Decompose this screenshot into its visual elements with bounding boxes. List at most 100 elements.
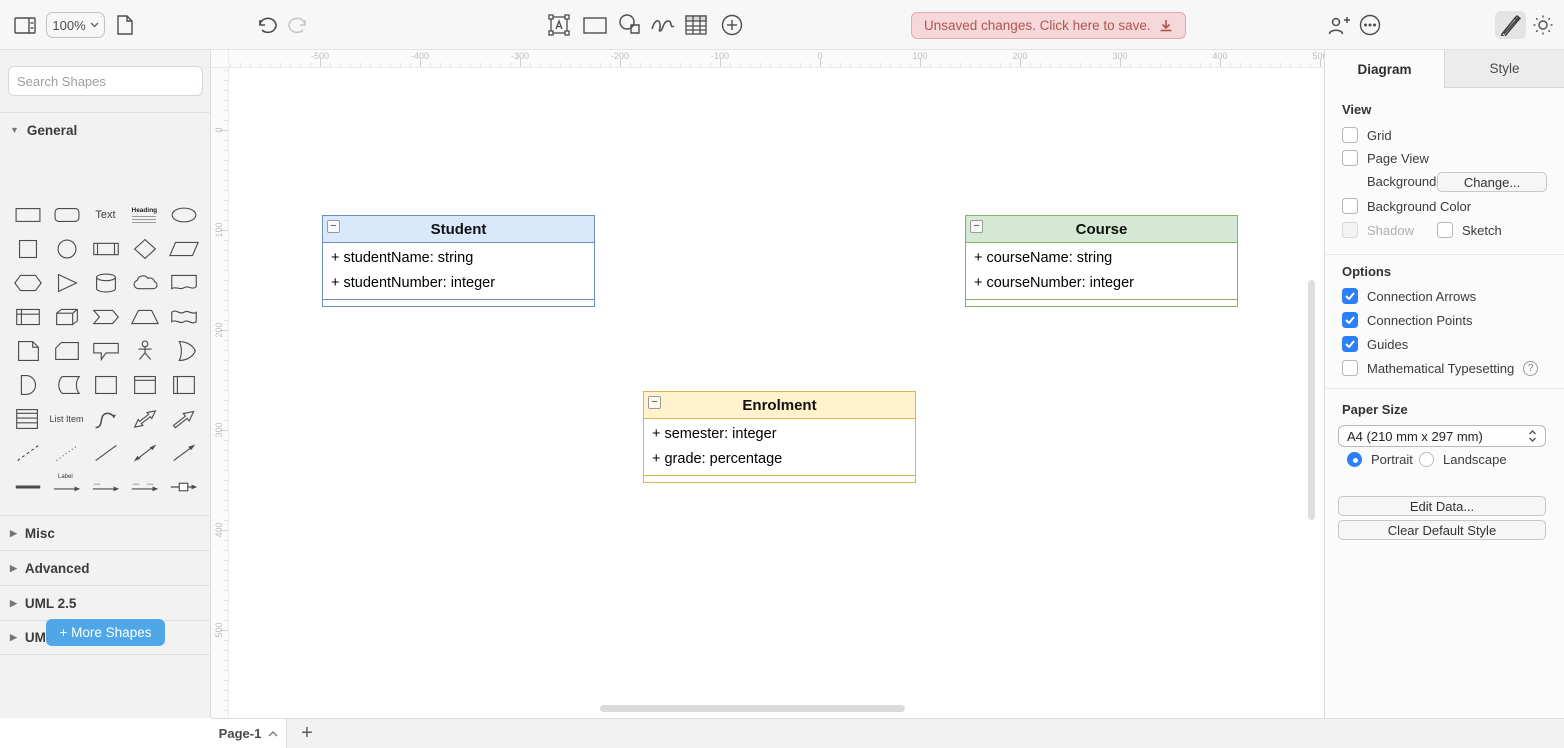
- unsaved-changes-button[interactable]: Unsaved changes. Click here to save.: [911, 12, 1186, 39]
- uml-class-enrolment[interactable]: − Enrolment + semester: integer + grade:…: [643, 391, 916, 483]
- shapes-tool-icon[interactable]: [616, 12, 642, 38]
- add-page-button[interactable]: +: [301, 722, 313, 744]
- more-options-icon[interactable]: [1357, 12, 1383, 38]
- class-attribute[interactable]: + grade: percentage: [652, 451, 783, 467]
- shape-cube[interactable]: [47, 300, 86, 334]
- guides-checkbox[interactable]: [1342, 336, 1358, 352]
- shape-step[interactable]: [86, 300, 125, 334]
- tab-diagram[interactable]: Diagram: [1325, 50, 1444, 88]
- shape-card[interactable]: [47, 334, 86, 368]
- sketch-style-icon[interactable]: [1495, 11, 1526, 39]
- vertical-scrollbar[interactable]: [1308, 280, 1315, 520]
- class-attribute[interactable]: + studentName: string: [331, 250, 474, 266]
- shape-directional-connector[interactable]: [164, 436, 203, 470]
- shape-list[interactable]: [8, 402, 47, 436]
- table-tool-icon[interactable]: [683, 12, 709, 38]
- zoom-dropdown[interactable]: 100%: [46, 12, 105, 38]
- clear-default-style-button[interactable]: Clear Default Style: [1338, 520, 1546, 540]
- shape-line[interactable]: [86, 436, 125, 470]
- shape-process[interactable]: [86, 232, 125, 266]
- shape-and[interactable]: [8, 368, 47, 402]
- shape-hexagon[interactable]: [8, 266, 47, 300]
- shape-connector-with-symbol[interactable]: [164, 470, 203, 504]
- class-attribute[interactable]: + courseNumber: integer: [974, 275, 1134, 291]
- background-color-checkbox[interactable]: [1342, 198, 1358, 214]
- shape-horizontal-flow-1[interactable]: [86, 470, 125, 504]
- shadow-checkbox[interactable]: [1342, 222, 1358, 238]
- shape-square[interactable]: [8, 232, 47, 266]
- tab-style[interactable]: Style: [1444, 50, 1564, 88]
- landscape-radio[interactable]: [1419, 452, 1434, 467]
- shape-diamond[interactable]: [125, 232, 164, 266]
- shape-dashed-line[interactable]: [8, 436, 47, 470]
- shape-document[interactable]: [164, 266, 203, 300]
- shape-actor[interactable]: [125, 334, 164, 368]
- page-outline-icon[interactable]: [112, 12, 138, 38]
- shape-parallelogram[interactable]: [164, 232, 203, 266]
- collapse-icon[interactable]: −: [327, 220, 340, 233]
- uml-class-student[interactable]: − Student + studentName: string + studen…: [322, 215, 595, 307]
- shape-heading[interactable]: Heading: [125, 198, 164, 232]
- shape-container[interactable]: [86, 368, 125, 402]
- sketch-checkbox[interactable]: [1437, 222, 1453, 238]
- section-misc[interactable]: ▶ Misc: [0, 515, 211, 550]
- shape-ellipse[interactable]: [164, 198, 203, 232]
- section-uml25[interactable]: ▶ UML 2.5: [0, 585, 211, 620]
- shape-link[interactable]: [8, 470, 47, 504]
- text-tool-icon[interactable]: [546, 12, 572, 38]
- redo-icon[interactable]: [285, 12, 311, 38]
- insert-tool-icon[interactable]: [719, 12, 745, 38]
- more-shapes-button[interactable]: + More Shapes: [46, 619, 165, 646]
- page-tab[interactable]: Page-1: [211, 719, 287, 748]
- horizontal-scrollbar[interactable]: [600, 705, 905, 712]
- grid-checkbox[interactable]: [1342, 127, 1358, 143]
- shape-arrow[interactable]: [164, 402, 203, 436]
- shape-callout[interactable]: [86, 334, 125, 368]
- shape-note[interactable]: [8, 334, 47, 368]
- search-shapes-input[interactable]: [17, 73, 193, 89]
- connection-points-checkbox[interactable]: [1342, 312, 1358, 328]
- collapse-icon[interactable]: −: [648, 396, 661, 409]
- class-attribute[interactable]: + semester: integer: [652, 426, 777, 442]
- shape-text[interactable]: Text: [95, 209, 116, 221]
- shape-data-storage[interactable]: [47, 368, 86, 402]
- paper-size-select[interactable]: A4 (210 mm x 297 mm): [1338, 425, 1546, 447]
- shape-rounded-rectangle[interactable]: [47, 198, 86, 232]
- section-advanced[interactable]: ▶ Advanced: [0, 550, 211, 585]
- freehand-tool-icon[interactable]: [650, 12, 676, 38]
- shape-trapezoid[interactable]: [125, 300, 164, 334]
- connection-arrows-checkbox[interactable]: [1342, 288, 1358, 304]
- shape-list-item[interactable]: List Item: [49, 414, 84, 424]
- shape-label-arrow[interactable]: Label: [47, 470, 86, 504]
- shape-cloud[interactable]: [125, 266, 164, 300]
- shape-cylinder[interactable]: [86, 266, 125, 300]
- shape-horizontal-flow-2[interactable]: [125, 470, 164, 504]
- shape-curve[interactable]: [86, 402, 125, 436]
- background-change-button[interactable]: Change...: [1437, 172, 1547, 192]
- page-view-checkbox[interactable]: [1342, 150, 1358, 166]
- math-typesetting-checkbox[interactable]: [1342, 360, 1358, 376]
- undo-icon[interactable]: [253, 12, 279, 38]
- rectangle-tool-icon[interactable]: [582, 12, 608, 38]
- help-icon[interactable]: ?: [1523, 360, 1539, 376]
- edit-data-button[interactable]: Edit Data...: [1338, 496, 1546, 516]
- shape-triangle[interactable]: [47, 266, 86, 300]
- class-attribute[interactable]: + courseName: string: [974, 250, 1113, 266]
- theme-light-icon[interactable]: [1530, 12, 1556, 38]
- search-shapes-box[interactable]: [8, 66, 203, 96]
- shape-vertical-container[interactable]: [164, 368, 203, 402]
- shape-tape[interactable]: [164, 300, 203, 334]
- shape-rectangle[interactable]: [8, 198, 47, 232]
- shape-circle[interactable]: [47, 232, 86, 266]
- portrait-radio[interactable]: [1347, 452, 1362, 467]
- format-panel-toggle-icon[interactable]: [12, 12, 38, 38]
- section-general[interactable]: ▼ General: [0, 112, 211, 147]
- shape-container-title[interactable]: [125, 368, 164, 402]
- shape-or[interactable]: [164, 334, 203, 368]
- share-icon[interactable]: [1326, 12, 1352, 38]
- class-attribute[interactable]: + studentNumber: integer: [331, 275, 496, 291]
- shape-internal-storage[interactable]: [8, 300, 47, 334]
- uml-class-course[interactable]: − Course + courseName: string + courseNu…: [965, 215, 1238, 307]
- shape-bidirectional-arrow[interactable]: [125, 402, 164, 436]
